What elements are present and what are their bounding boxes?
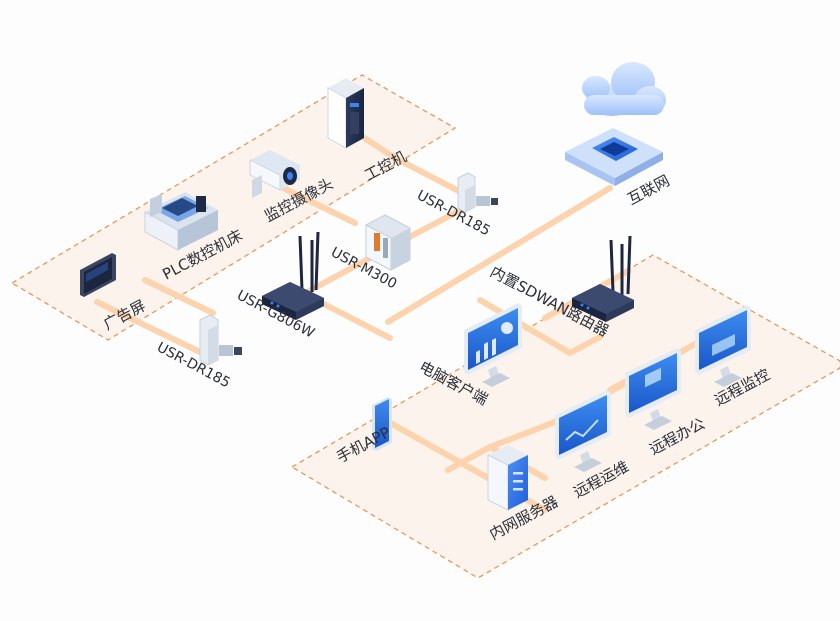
industrial-pc-icon <box>327 78 364 149</box>
cloud-icon <box>582 62 666 116</box>
chip-icon <box>565 128 663 186</box>
monitor-icon <box>555 390 611 472</box>
din-rail-module-icon <box>365 214 411 271</box>
router-icon <box>572 235 634 322</box>
monitor-icon <box>464 303 522 387</box>
din-rail-module-icon <box>199 314 242 366</box>
camera-icon <box>249 150 300 198</box>
factory-zone <box>10 74 457 341</box>
server-icon <box>487 445 528 511</box>
phone-icon <box>372 397 392 451</box>
internet-label: 互联网 <box>624 172 672 209</box>
router-icon <box>262 231 324 320</box>
cnc-machine-icon <box>144 192 218 251</box>
monitor-icon <box>625 348 681 430</box>
display-screen-icon <box>80 253 116 297</box>
monitor-icon <box>695 305 751 387</box>
din-rail-module-icon <box>457 172 498 213</box>
